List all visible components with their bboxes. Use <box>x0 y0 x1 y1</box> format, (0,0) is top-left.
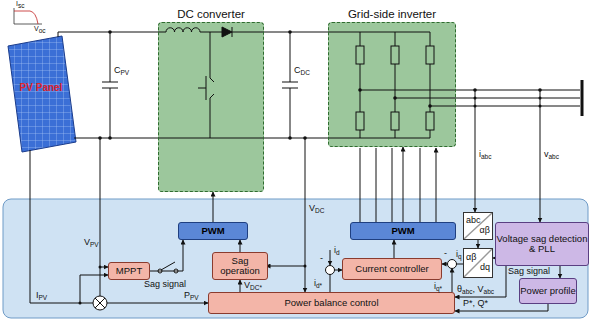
signal-label: vabc <box>544 150 559 160</box>
signal-arrow <box>240 240 241 252</box>
detection-box: Voltage sag detection & PLL <box>495 222 589 266</box>
node-text: DC converter <box>149 8 273 21</box>
inverter-group: Grid-side inverter <box>328 22 456 147</box>
node-text: PV Panel <box>20 82 63 93</box>
signal-label: VPV <box>84 238 99 248</box>
pwm-box: PWM <box>178 222 248 240</box>
signal-label: PPV <box>184 291 199 301</box>
signal-arrow <box>560 266 561 278</box>
signal-label: CPV <box>114 66 129 76</box>
signal-arrow <box>150 240 183 271</box>
node-text: PWM <box>201 226 224 236</box>
process-box: MPPT <box>108 262 150 280</box>
node-text: Power balance control <box>285 298 379 308</box>
signal-arrow <box>403 147 404 222</box>
diode <box>222 27 232 37</box>
signal-label: iq <box>456 250 462 260</box>
node-text: Power profile <box>520 286 575 296</box>
node-text: Grid-side inverter <box>319 8 465 21</box>
node-text: Sag operation <box>213 256 267 277</box>
signal-label: iq* <box>434 282 442 292</box>
profile-box: Power profile <box>519 278 577 304</box>
signal-arrow <box>394 240 395 258</box>
pwm-box: PWM <box>350 222 456 240</box>
junction-dots <box>79 30 542 304</box>
node-text: αβ <box>464 253 492 263</box>
igbt-switches <box>356 46 434 130</box>
signal-label: Sag signal <box>508 267 550 277</box>
converter-fill <box>158 22 264 192</box>
pv-panel <box>8 36 76 152</box>
signal-label: θabc, Vabc <box>457 285 494 295</box>
node-text: abc <box>464 216 492 226</box>
signal-label: IPV <box>36 291 47 301</box>
signal-label: - <box>444 249 447 259</box>
panel-label: PV Panel <box>14 80 68 94</box>
node-text: MPPT <box>116 266 142 276</box>
signal-label: Sag signal <box>144 280 186 290</box>
converter-group: DC converter <box>158 22 264 192</box>
transform-box: αβdq <box>463 248 493 278</box>
node-text: Voltage sag detection & PLL <box>496 234 588 255</box>
signal-label: CDC <box>294 66 310 76</box>
signal-arrow <box>240 280 241 292</box>
signal-arrow <box>478 240 479 248</box>
process-box: Power balance control <box>208 292 455 314</box>
signal-label: id* <box>314 279 322 289</box>
signal-arrow <box>213 192 214 222</box>
node-text: PWM <box>391 226 414 236</box>
signal-label: Isc <box>16 0 24 9</box>
process-box: Current controller <box>342 258 442 280</box>
signal-label: - <box>320 254 323 264</box>
iv-curve <box>14 8 42 24</box>
control-region <box>3 199 588 318</box>
node-text: Current controller <box>355 264 428 274</box>
inverter-fill <box>328 22 456 147</box>
signal-label: P*, Q* <box>463 299 488 309</box>
signal-label: id <box>334 246 340 256</box>
signal-label: VDC* <box>244 281 262 291</box>
transform-box: abcαβ <box>463 212 493 240</box>
signal-label: VDC <box>309 204 324 214</box>
process-box: Sag operation <box>212 252 268 280</box>
node-text: dq <box>464 263 492 273</box>
node-text: αβ <box>464 226 492 236</box>
signal-label: Voc <box>34 25 46 34</box>
signal-label: iabc <box>479 150 491 160</box>
